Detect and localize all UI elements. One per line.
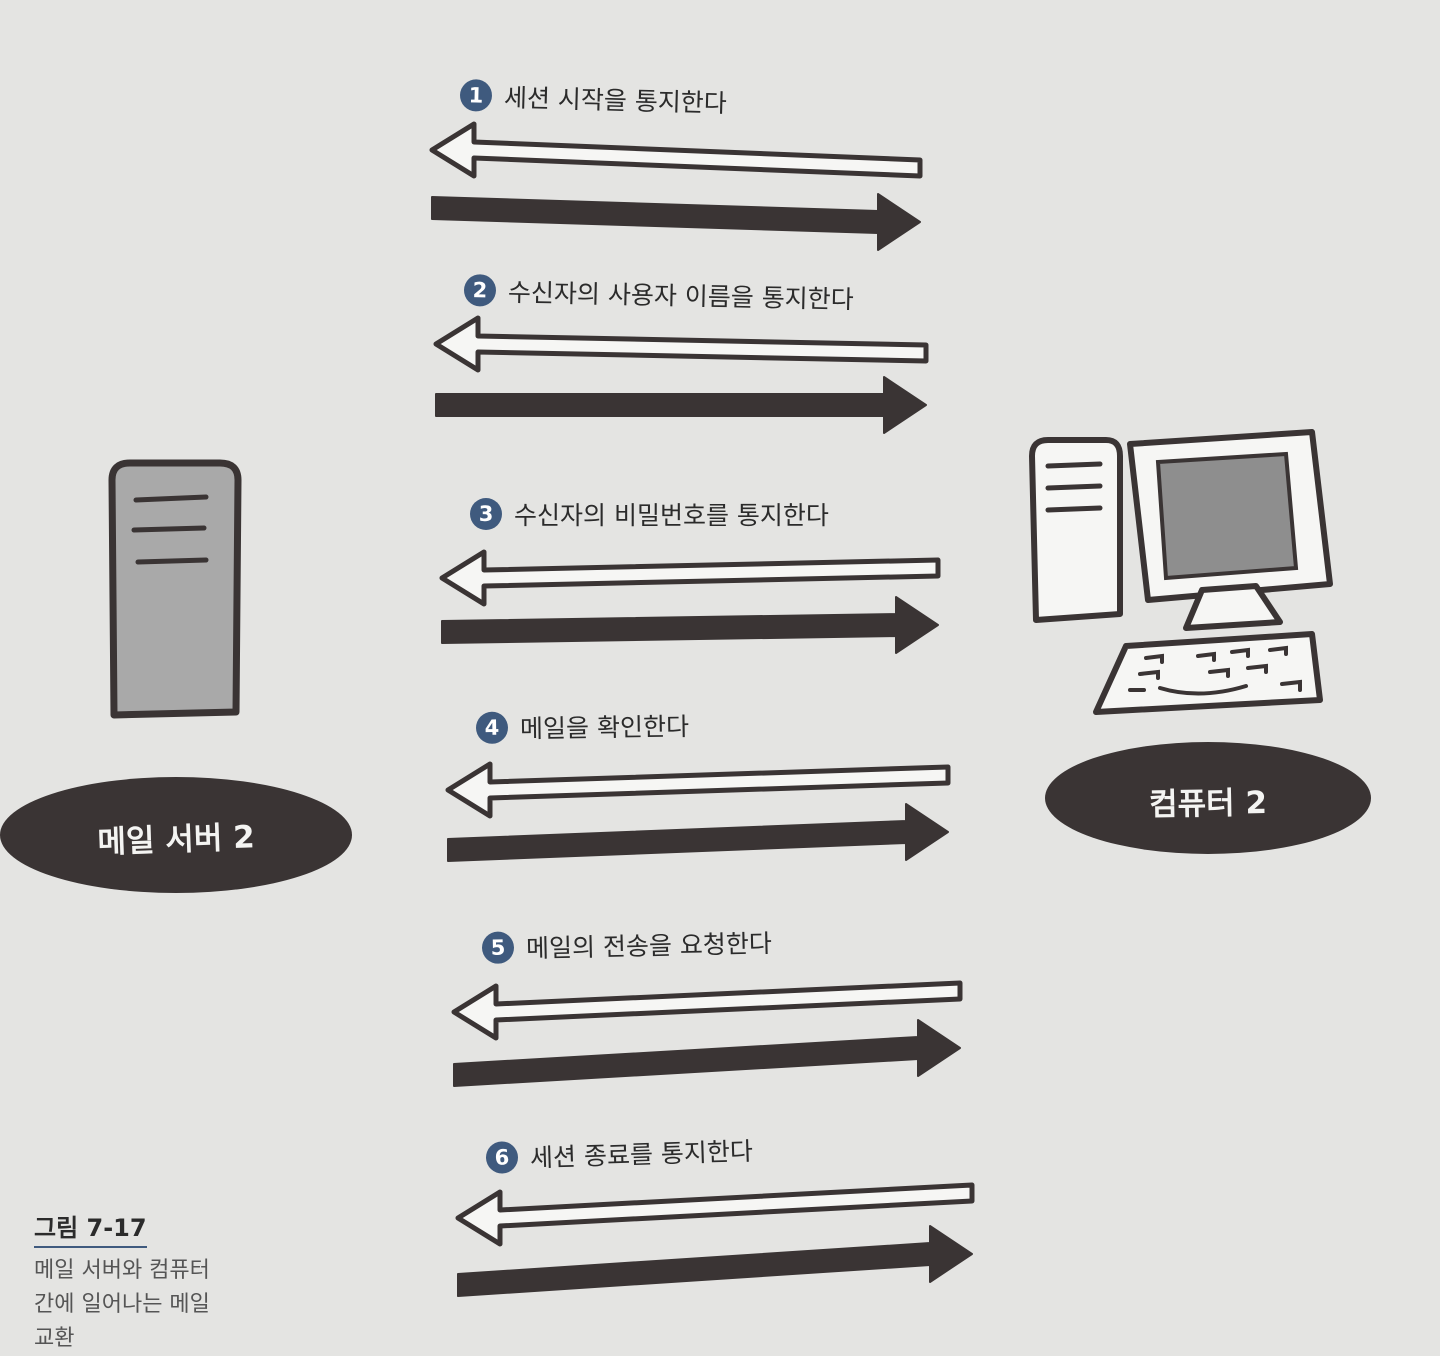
step-6-badge: 6 [485,1141,519,1174]
reply-arrow-1 [429,121,923,179]
reply-arrow-4 [445,761,951,819]
step-2-badge: 2 [463,274,497,307]
step-3-label: 3 수신자의 비밀번호를 통지한다 [470,496,829,532]
step-1-label: 1 세션 시작을 통지한다 [459,77,728,120]
caption-line-2: 간에 일어나는 메일 [34,1292,210,1317]
request-arrow-3 [441,596,939,654]
step-5-badge: 5 [481,931,515,964]
request-arrow-6 [457,1225,973,1297]
computer-label-pill [1045,742,1371,854]
arrow-group [429,121,975,1297]
reply-arrow-3 [439,549,941,607]
step-1-badge: 1 [459,79,493,112]
mail-server-icon [108,459,242,719]
step-4-badge: 4 [475,711,509,744]
reply-arrow-6 [455,1182,975,1247]
step-4-text: 메일을 확인한다 [519,712,690,744]
step-1-text: 세션 시작을 통지한다 [503,83,728,118]
mail-server-label-pill [0,777,352,893]
request-arrow-5 [453,1019,961,1087]
reply-arrow-2 [433,315,929,373]
computer-label: 컴퓨터 2 [1148,784,1268,824]
request-arrow-1 [431,193,921,251]
request-arrow-4 [447,803,949,862]
step-6-text: 세션 종료를 통지한다 [529,1136,754,1173]
computer-icon [1029,429,1333,715]
step-2-text: 수신자의 사용자 이름을 통지한다 [507,277,855,315]
step-5-label: 5 메일의 전송을 요청한다 [481,924,773,966]
figure-caption: 그림 7-17 메일 서버와 컴퓨터 간에 일어나는 메일 교환 [34,1208,210,1356]
caption-line-3: 교환 [34,1326,75,1351]
request-arrow-2 [435,376,927,434]
caption-line-1: 메일 서버와 컴퓨터 [34,1258,210,1283]
step-3-text: 수신자의 비밀번호를 통지한다 [514,501,829,530]
step-4-label: 4 메일을 확인한다 [475,707,690,746]
reply-arrow-5 [451,980,963,1041]
step-3-badge: 3 [470,498,502,530]
caption-title: 그림 7-17 [34,1208,147,1248]
step-5-text: 메일의 전송을 요청한다 [525,928,773,964]
